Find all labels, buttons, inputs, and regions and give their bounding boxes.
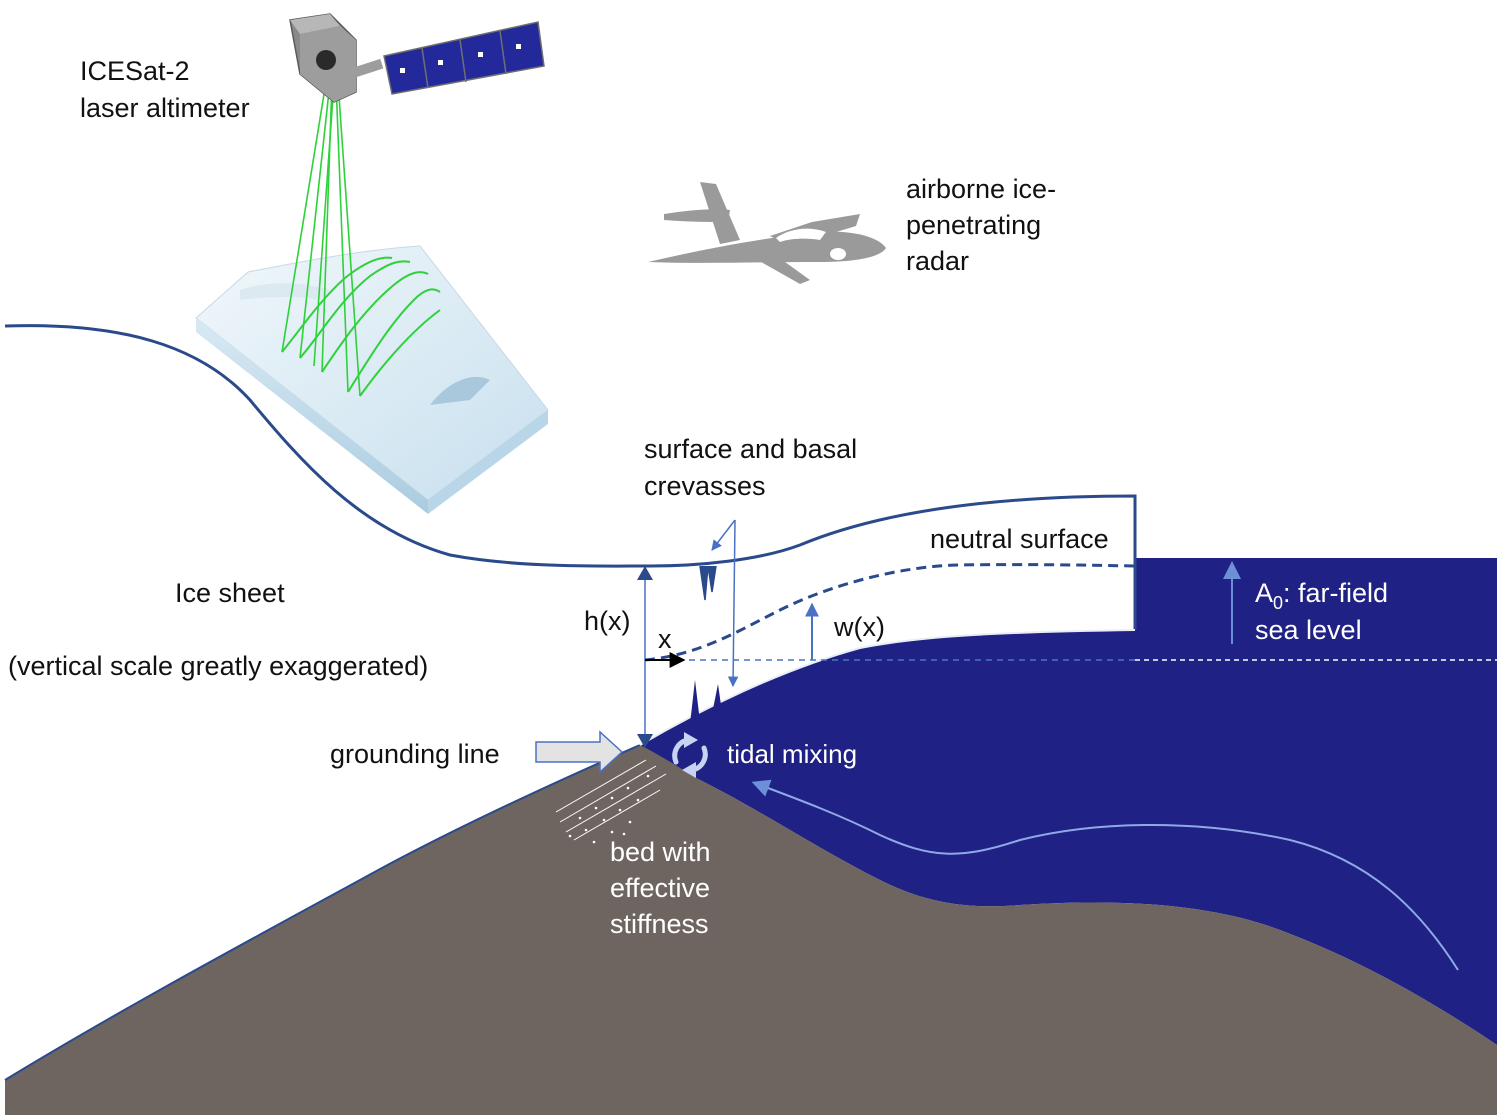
x-axis-label: x — [658, 624, 672, 654]
sea-level-symbol: A — [1255, 578, 1273, 608]
bed — [5, 745, 1497, 1115]
ice-base-line — [639, 629, 1136, 746]
airplane-icon — [648, 182, 886, 284]
ocean — [640, 558, 1497, 1045]
crevasse-pointer — [711, 519, 736, 551]
neutral-surface-label: neutral surface — [930, 524, 1109, 554]
sea-level-label-line1: A0: far-field — [1255, 578, 1388, 613]
crevasse-pointer — [727, 519, 739, 688]
bed-label-line2: effective — [610, 873, 710, 903]
laser-ground-tracks — [281, 256, 441, 397]
sea-level-label-line2: sea level — [1255, 615, 1362, 645]
satellite-label-line1: ICESat-2 — [80, 56, 190, 86]
bed-stiffness-hatching — [555, 759, 667, 841]
bed-label-line1: bed with — [610, 837, 711, 867]
neutral-surface-line — [644, 563, 1136, 662]
crevasses-label-line2: crevasses — [644, 471, 766, 501]
ice-shelf — [5, 325, 1135, 745]
bed-surface-line — [4, 744, 641, 1081]
tidal-mixing-label: tidal mixing — [727, 739, 857, 769]
satellite-icon — [289, 13, 545, 103]
basal-crevasse — [712, 684, 722, 714]
circular-arrow-head — [682, 762, 696, 778]
ice-surface-block — [195, 245, 549, 514]
bed-label-line3: stiffness — [610, 909, 709, 939]
laser-beams — [281, 81, 361, 397]
ocean-current-line — [751, 779, 1459, 971]
basal-crevasse — [690, 680, 700, 724]
surface-crevasse — [699, 565, 717, 601]
sea-level-text: : far-field — [1283, 578, 1388, 608]
satellite-label-line2: laser altimeter — [80, 93, 250, 123]
deflection-label: w(x) — [833, 612, 885, 642]
aircraft-label-line2: penetrating — [906, 210, 1041, 240]
grounding-line-label: grounding line — [330, 739, 500, 769]
ice-surface-line — [4, 324, 1137, 630]
aircraft-label-line3: radar — [906, 246, 969, 276]
circular-arrow-head — [684, 732, 698, 748]
scale-note: (vertical scale greatly exaggerated) — [8, 651, 428, 681]
aircraft-label-line1: airborne ice- — [906, 174, 1056, 204]
ice-sheet-label: Ice sheet — [175, 578, 285, 608]
bed-stiffness-dots — [568, 774, 650, 844]
thickness-arrow-bottom — [637, 734, 653, 748]
sea-level-subscript: 0 — [1273, 593, 1283, 613]
thickness-label: h(x) — [584, 606, 631, 636]
crevasses-label-line1: surface and basal — [644, 434, 857, 464]
block-arrow-right-icon — [535, 730, 624, 774]
thickness-arrow-top — [637, 566, 653, 580]
